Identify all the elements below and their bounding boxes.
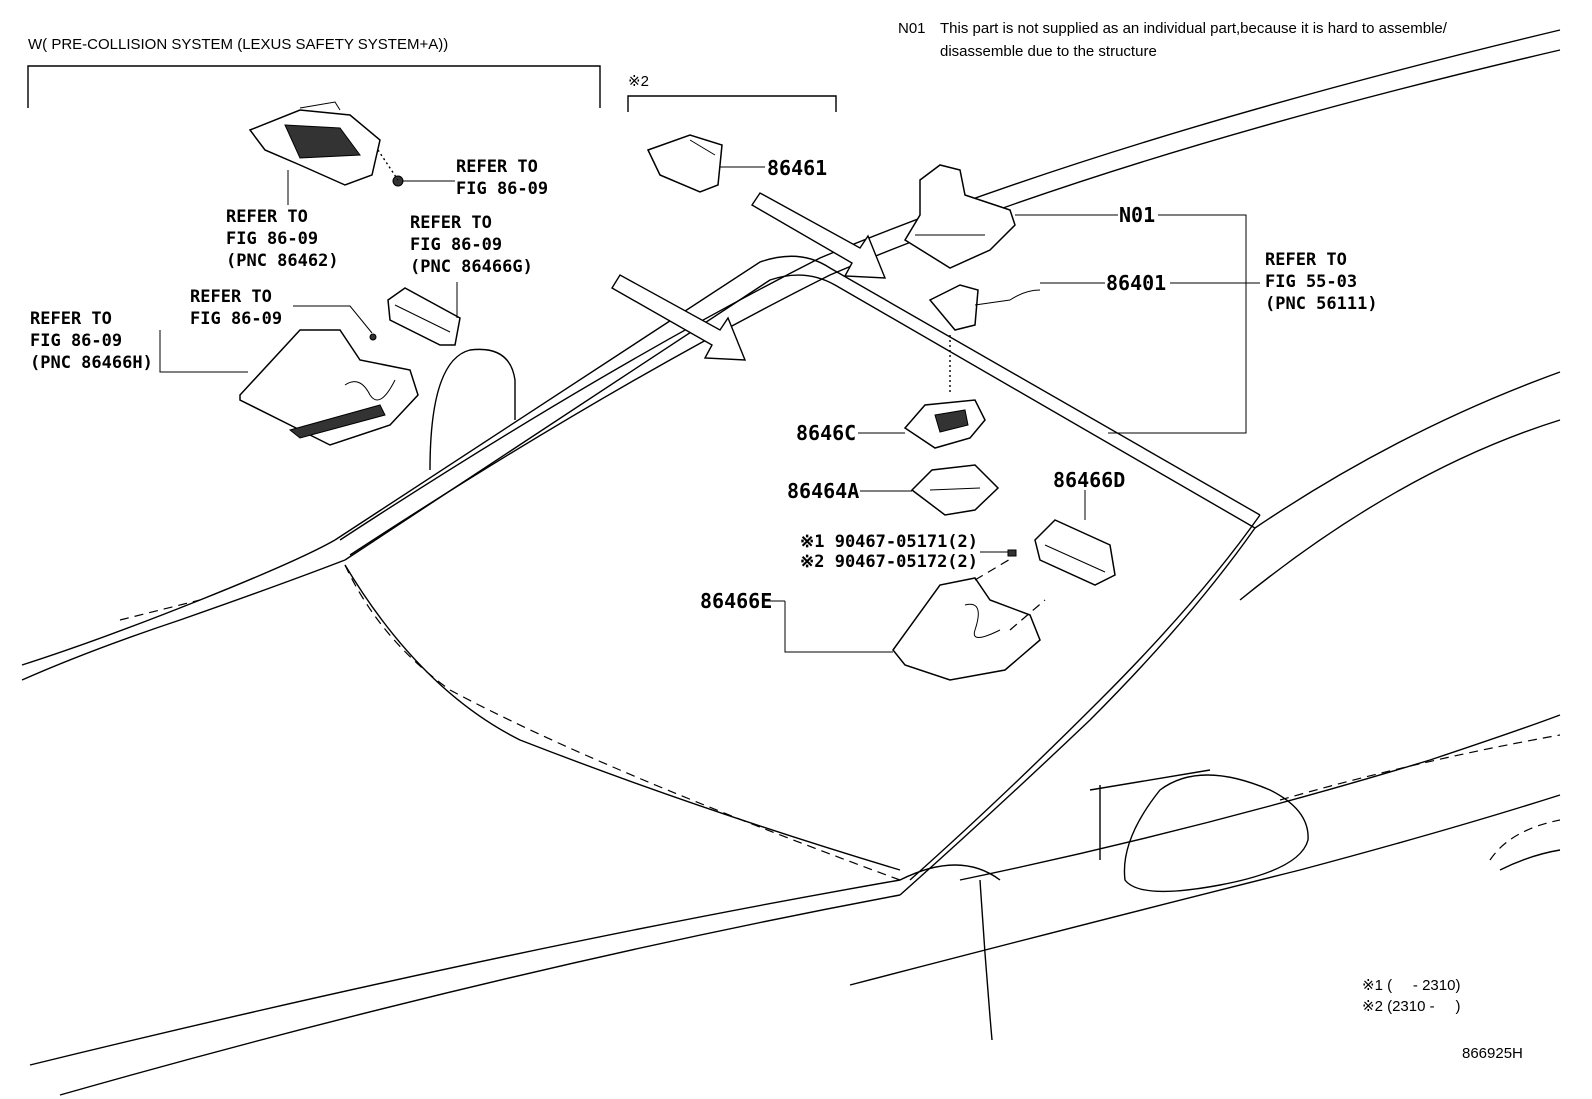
- bolt-label-2[interactable]: ※2 90467-05172(2): [800, 552, 978, 572]
- part-number-86464a[interactable]: 86464A: [787, 479, 859, 503]
- svg-text:(PNC 56111): (PNC 56111): [1265, 294, 1378, 314]
- svg-text:FIG 55-03: FIG 55-03: [1265, 272, 1357, 292]
- ref-label-a: REFER TO FIG 86-09: [456, 157, 548, 199]
- cover-illustration-86461: [646, 134, 723, 193]
- ref-label-b: REFER TO FIG 86-09 (PNC 86462): [226, 207, 339, 271]
- cover-illustration-left: [239, 329, 419, 446]
- cover-illustration-86466e: [892, 549, 1046, 681]
- camera-unit-illustration: [248, 101, 404, 187]
- plate-illustration-86464a: [910, 464, 1000, 516]
- direction-arrow-1: [611, 274, 747, 361]
- svg-text:FIG 86-09: FIG 86-09: [226, 229, 318, 249]
- leader-lines: [159, 166, 1260, 653]
- part-number-86401[interactable]: 86401: [1106, 271, 1166, 295]
- part-number-n01[interactable]: N01: [1119, 203, 1155, 227]
- svg-text:REFER TO: REFER TO: [456, 157, 538, 177]
- direction-arrow-2: [751, 192, 887, 279]
- svg-text:REFER TO: REFER TO: [226, 207, 308, 227]
- svg-text:(PNC 86466H): (PNC 86466H): [30, 353, 153, 373]
- svg-text:REFER TO: REFER TO: [190, 287, 272, 307]
- legend-line-2: ※2 (2310 - ): [1362, 998, 1460, 1015]
- note-code: N01: [898, 20, 926, 37]
- variant-bracket: [27, 65, 601, 108]
- legend-line-1: ※1 ( - 2310): [1362, 977, 1460, 994]
- car-body-outline: [21, 29, 1561, 1096]
- note-line-2: disassemble due to the structure: [940, 43, 1157, 60]
- ref-label-e: REFER TO FIG 86-09 (PNC 86466H): [30, 309, 153, 373]
- svg-text:REFER TO: REFER TO: [410, 213, 492, 233]
- svg-text:(PNC 86462): (PNC 86462): [226, 251, 339, 271]
- figure-id: 866925H: [1462, 1045, 1523, 1062]
- note-line-1: This part is not supplied as an individu…: [940, 20, 1448, 37]
- ref-label-c: REFER TO FIG 86-09 (PNC 86466G): [410, 213, 533, 277]
- bolt-label-1[interactable]: ※1 90467-05171(2): [800, 532, 978, 552]
- part-number-86461[interactable]: 86461: [767, 156, 827, 180]
- part-number-86466e[interactable]: 86466E: [700, 589, 772, 613]
- variant2-mark: ※2: [628, 73, 649, 90]
- bracket-illustration-n01: [903, 164, 1016, 269]
- cover-illustration-86466d: [1034, 519, 1116, 586]
- ref-label-f: REFER TO FIG 55-03 (PNC 56111): [1265, 250, 1378, 314]
- sensor-illustration-86401: [928, 284, 1041, 331]
- ref-label-d: REFER TO FIG 86-09: [190, 287, 282, 329]
- part-number-86466d[interactable]: 86466D: [1053, 468, 1125, 492]
- variant-title: W( PRE-COLLISION SYSTEM (LEXUS SAFETY SY…: [28, 36, 448, 53]
- bracket-illustration-8646c: [903, 399, 986, 449]
- variant2-bracket: [627, 95, 837, 112]
- svg-text:FIG 86-09: FIG 86-09: [410, 235, 502, 255]
- bracket-illustration-left: [387, 287, 461, 346]
- svg-text:REFER TO: REFER TO: [30, 309, 112, 329]
- svg-text:FIG 86-09: FIG 86-09: [456, 179, 548, 199]
- svg-text:(PNC 86466G): (PNC 86466G): [410, 257, 533, 277]
- part-number-8646c[interactable]: 8646C: [796, 421, 856, 445]
- svg-text:FIG 86-09: FIG 86-09: [190, 309, 282, 329]
- svg-text:REFER TO: REFER TO: [1265, 250, 1347, 270]
- svg-text:FIG 86-09: FIG 86-09: [30, 331, 122, 351]
